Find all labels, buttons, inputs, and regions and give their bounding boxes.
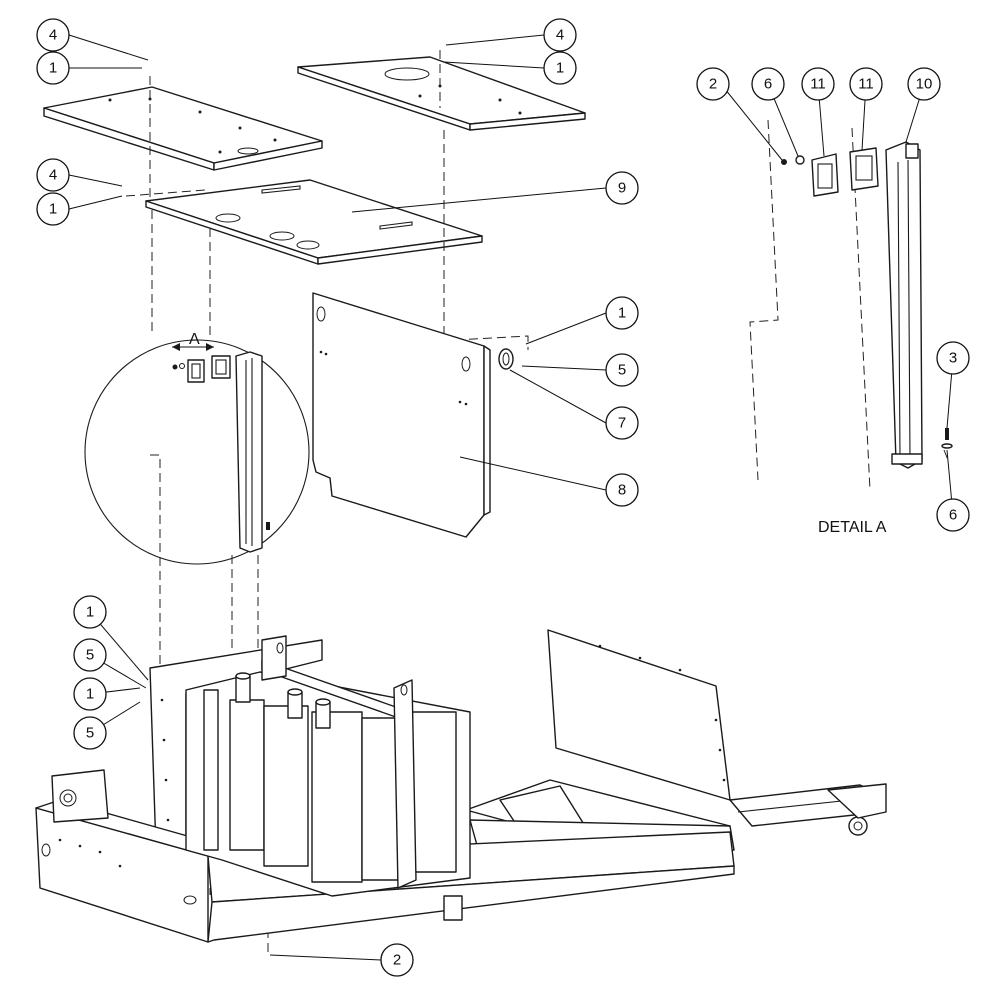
top-cover-left [43, 86, 323, 171]
top-cover-right [297, 56, 586, 131]
detail-marker-a: A [189, 331, 200, 348]
svg-text:5: 5 [618, 362, 626, 379]
callout-9: 9 [605, 171, 639, 205]
svg-text:2: 2 [709, 76, 717, 93]
callout-6-detail-top: 6 [751, 67, 785, 101]
callout-3: 3 [936, 341, 970, 375]
side-panel-8 [312, 292, 491, 538]
callout-4-top-right: 4 [543, 18, 577, 52]
detail-a-hardware [781, 141, 953, 469]
callout-8: 8 [605, 473, 639, 507]
top-plate-9 [145, 179, 483, 265]
svg-text:1: 1 [86, 686, 94, 703]
callout-10: 10 [907, 67, 941, 101]
svg-text:5: 5 [86, 647, 94, 664]
callout-11-a: 11 [801, 67, 835, 101]
callout-1-top-left: 1 [36, 51, 70, 85]
callout-5-base-a: 5 [73, 638, 107, 672]
svg-text:6: 6 [949, 507, 957, 524]
svg-text:1: 1 [86, 604, 94, 621]
callout-7: 7 [605, 406, 639, 440]
svg-text:1: 1 [49, 201, 57, 218]
svg-text:6: 6 [764, 76, 772, 93]
svg-text:4: 4 [556, 27, 564, 44]
svg-text:1: 1 [618, 305, 626, 322]
svg-text:10: 10 [916, 76, 933, 93]
detail-circle-a [84, 339, 310, 565]
svg-text:2: 2 [393, 952, 401, 969]
svg-text:4: 4 [49, 27, 57, 44]
svg-text:11: 11 [858, 76, 874, 93]
callout-11-b: 11 [849, 67, 883, 101]
grommet-7 [498, 348, 514, 370]
callout-1-base-a: 1 [73, 595, 107, 629]
back-panel-hinged [547, 629, 731, 801]
svg-text:5: 5 [86, 725, 94, 742]
svg-text:1: 1 [556, 60, 564, 77]
callout-1-mid-left: 1 [36, 192, 70, 226]
callout-4-mid-left: 4 [36, 158, 70, 192]
svg-text:7: 7 [618, 415, 626, 432]
callout-1-panel: 1 [605, 296, 639, 330]
detail-a-title: DETAIL A [818, 519, 887, 536]
callout-2-bottom: 2 [380, 943, 414, 977]
svg-text:3: 3 [949, 350, 957, 367]
callout-1-top-right: 1 [543, 51, 577, 85]
svg-text:1: 1 [49, 60, 57, 77]
battery-pack [185, 635, 471, 897]
svg-text:11: 11 [810, 76, 826, 93]
svg-text:4: 4 [49, 167, 57, 184]
callout-5-panel: 5 [605, 353, 639, 387]
callout-6-detail-bottom: 6 [936, 498, 970, 532]
svg-text:8: 8 [618, 482, 626, 499]
callout-4-top-left: 4 [36, 18, 70, 52]
callout-1-base-b: 1 [73, 677, 107, 711]
svg-text:9: 9 [618, 180, 626, 197]
callout-2-detail: 2 [696, 67, 730, 101]
callout-5-base-b: 5 [73, 716, 107, 750]
